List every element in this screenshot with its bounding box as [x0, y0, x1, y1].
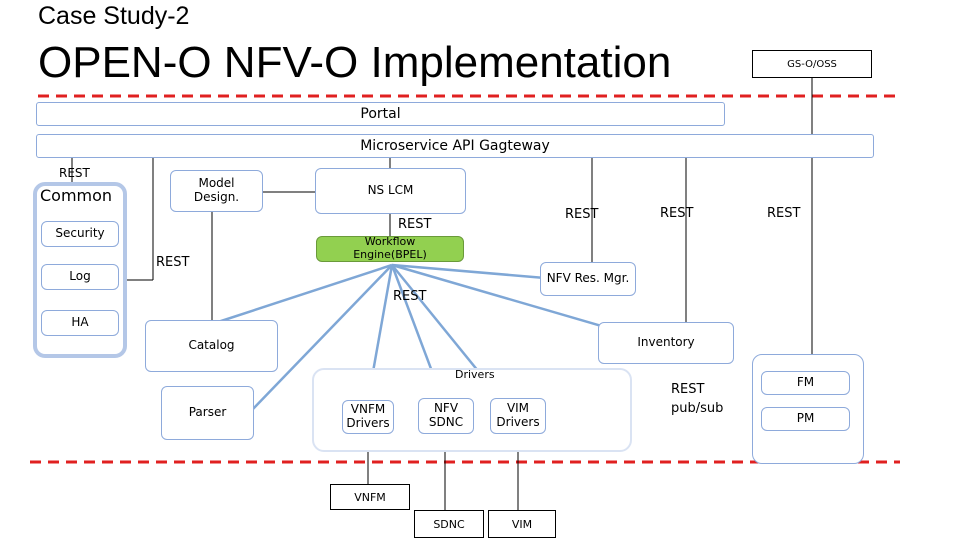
res-rest-label-2: REST — [660, 206, 694, 221]
security-box: Security — [41, 221, 119, 247]
catalog-box: Catalog — [145, 320, 278, 372]
nfv-sdnc-box: NFV SDNC — [418, 398, 474, 434]
case-study-label: Case Study-2 — [38, 2, 190, 30]
res-rest-label-1: REST — [565, 207, 599, 222]
pubsub-label: pub/sub — [671, 401, 724, 416]
workflow-engine-box: Workflow Engine(BPEL) — [316, 236, 464, 262]
workflow-to-nfv-res-wire — [391, 263, 546, 280]
page-title: OPEN-O NFV-O Implementation — [38, 38, 672, 87]
ha-box: HA — [41, 310, 119, 336]
portal-bar: Portal — [36, 102, 725, 126]
vim-box: VIM — [488, 510, 556, 538]
ns-lcm-box: NS LCM — [315, 168, 466, 214]
common-rest-label: REST — [59, 166, 90, 180]
workflow-to-inventory-wire — [391, 263, 637, 338]
model-design-box: Model Design. — [170, 170, 263, 212]
fm-box: FM — [761, 371, 850, 395]
sdnc-box: SDNC — [414, 510, 484, 538]
vnfm-drivers-box: VNFM Drivers — [342, 400, 394, 434]
pm-box: PM — [761, 407, 850, 431]
vim-drivers-box: VIM Drivers — [490, 398, 546, 434]
api-gateway-bar: Microservice API Gagteway — [36, 134, 874, 158]
workflow-to-catalog-wire — [217, 263, 393, 324]
drivers-title: Drivers — [455, 368, 495, 381]
parser-box: Parser — [161, 386, 254, 440]
workflow-rest-label: REST — [393, 289, 427, 304]
workflow-to-parser-wire — [251, 264, 393, 411]
common-title: Common — [40, 186, 113, 205]
log-box: Log — [41, 264, 119, 290]
nfv-res-mgr-box: NFV Res. Mgr. — [540, 262, 636, 296]
nslcm-rest-label: REST — [398, 217, 432, 232]
vnfm-box: VNFM — [330, 484, 410, 510]
pubsub-rest-label: REST — [671, 382, 705, 397]
gso-oss-box: GS-O/OSS — [752, 50, 872, 78]
fm-pm-rest-label: REST — [767, 206, 801, 221]
model-rest-label: REST — [156, 255, 190, 270]
inventory-box: Inventory — [598, 322, 734, 364]
